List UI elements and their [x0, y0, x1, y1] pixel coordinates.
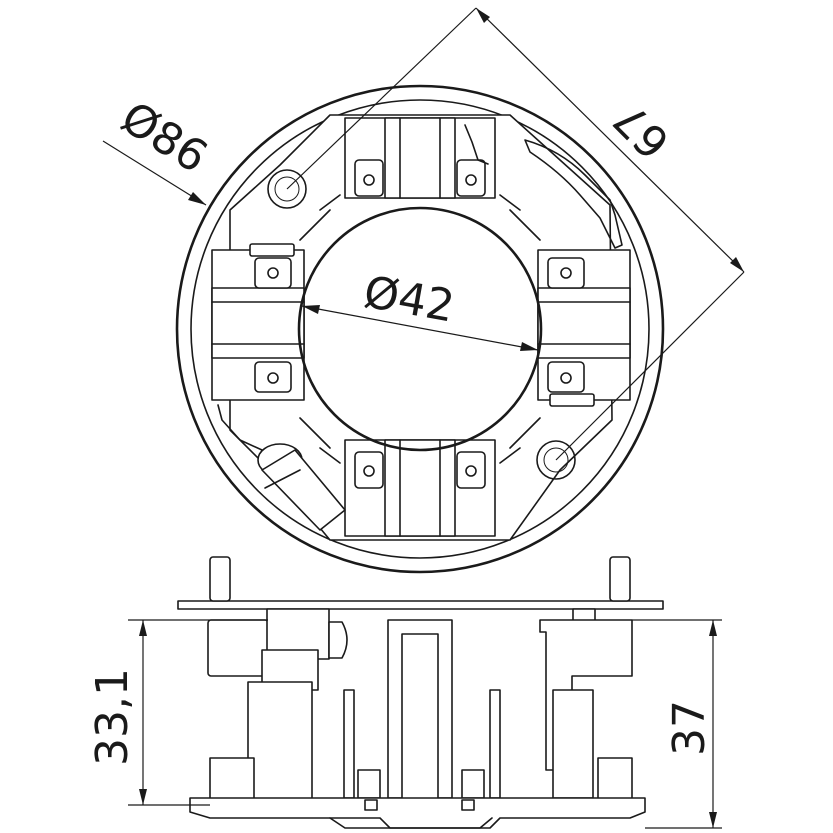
top-view — [175, 84, 665, 574]
mounting-hole-lower-right — [536, 440, 576, 480]
side-view — [177, 556, 664, 829]
label-outer-diameter: Ø86 — [112, 92, 216, 183]
central-bore — [297, 206, 543, 452]
top-flange — [177, 600, 664, 610]
dimension-outer-diameter: Ø86 — [102, 92, 216, 206]
center-channel — [387, 619, 453, 799]
brush-holder-bottom — [344, 439, 496, 537]
outer-ring — [175, 84, 665, 574]
brush-spring-lead — [217, 404, 346, 531]
dimension-height-left: 33,1 — [87, 619, 268, 806]
label-diagonal: 67 — [604, 93, 680, 169]
dimension-height-right: 37 — [632, 619, 722, 829]
brush-holder-top — [344, 117, 496, 199]
pin-right — [609, 556, 631, 602]
label-height-left: 33,1 — [87, 668, 138, 766]
pin-left — [209, 556, 231, 602]
brush-holder-left — [211, 243, 305, 401]
base-plate — [189, 797, 646, 829]
mounting-hole-upper-left — [267, 169, 307, 209]
label-height-right: 37 — [664, 700, 715, 756]
outer-ring-inner-edge — [190, 99, 650, 559]
retaining-clip — [524, 139, 623, 249]
mounting-plate — [229, 114, 613, 541]
diagonal-webs — [299, 194, 541, 464]
brush-holder-right — [537, 249, 631, 407]
